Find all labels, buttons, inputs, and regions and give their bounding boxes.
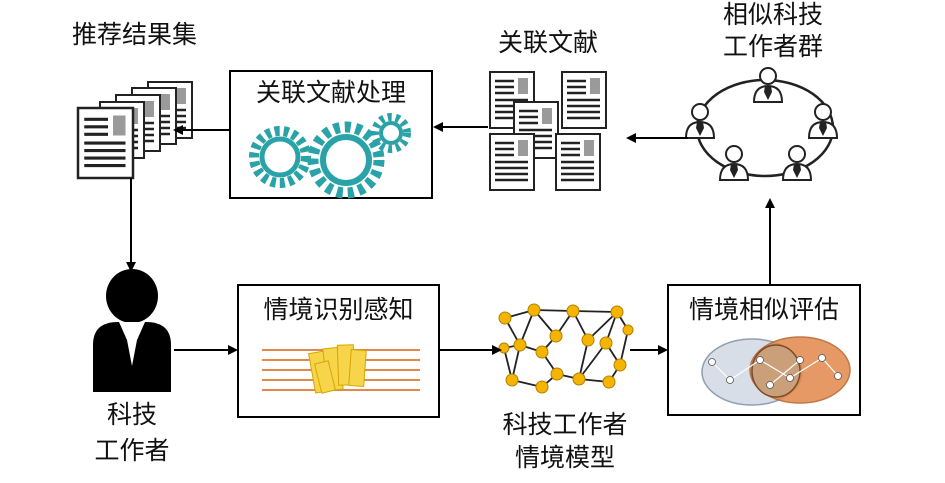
related-docs-icon: [488, 70, 608, 192]
gears-icon: [249, 113, 411, 199]
tech-worker-label-2: 工作者: [94, 436, 170, 465]
flow-arrows: [126, 122, 775, 355]
similar-group-label-2: 工作者群: [722, 32, 823, 61]
model-label-2: 情境模型: [514, 443, 615, 472]
doc-processing-title: 关联文献处理: [255, 78, 406, 107]
related-docs-label: 关联文献: [498, 28, 599, 57]
recommend-docs-stack-icon: [76, 80, 194, 180]
model-label-1: 科技工作者: [502, 410, 628, 439]
context-lines-icon: [262, 344, 420, 394]
tech-worker-label-1: 科技: [106, 400, 157, 429]
context-perception-title: 情境识别感知: [263, 295, 414, 324]
similarity-eval-title: 情境相似评估: [688, 295, 839, 324]
recommend-set-label: 推荐结果集: [72, 20, 198, 49]
similar-group-label-1: 相似科技: [722, 0, 823, 29]
similarity-overlap-icon: [701, 336, 851, 406]
similar-group-icon: [685, 67, 838, 181]
network-model-icon: [498, 303, 634, 394]
tech-worker-icon: [93, 269, 171, 392]
